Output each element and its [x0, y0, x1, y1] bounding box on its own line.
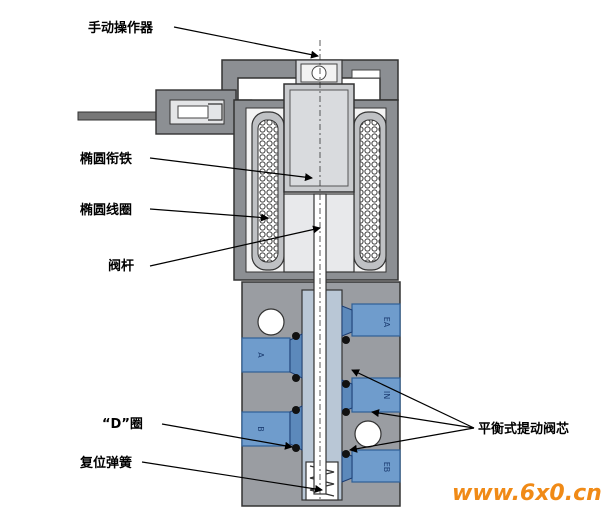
port-label-b: B: [256, 426, 265, 432]
port-label-ea: EA: [382, 317, 391, 328]
label-d-ring: “D”圈: [102, 417, 143, 432]
port-label-in: IN: [382, 391, 391, 399]
port-label-eb: EB: [382, 462, 391, 473]
valve-stem: [313, 40, 327, 500]
oval-coil: [251, 111, 387, 271]
label-balanced-poppet: 平衡式提动阀芯: [478, 421, 569, 437]
label-oval-coil: 椭圆线圈: [80, 202, 132, 218]
watermark: www.6x0.cn: [452, 481, 602, 506]
label-oval-armature: 椭圆衔铁: [80, 151, 132, 167]
label-manual-operator: 手动操作器: [88, 20, 154, 36]
oval-armature: [283, 83, 355, 273]
label-valve-stem: 阀杆: [108, 258, 134, 274]
manual-operator-housing: [221, 59, 399, 101]
label-return-spring: 复位弹簧: [79, 455, 132, 471]
port-label-a: A: [256, 352, 265, 358]
callout-lines: [141, 26, 475, 493]
